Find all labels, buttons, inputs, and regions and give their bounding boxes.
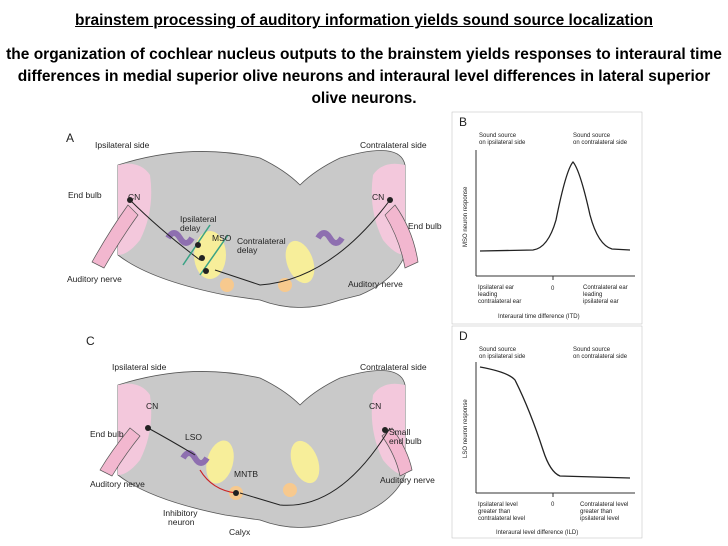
axon-contra-c <box>239 427 391 506</box>
lso-left-c <box>206 440 234 484</box>
inhibitory-neuron-2: neuron <box>168 517 195 527</box>
ipsilateral-side-a: Ipsilateral side <box>95 140 150 150</box>
d-left-note-2: greater than <box>478 509 510 515</box>
axon-ipsi-a <box>129 199 201 261</box>
cn-left-a-label: CN <box>128 192 140 202</box>
panel-c-letter: C <box>86 334 95 348</box>
nerve-left-c <box>99 427 141 477</box>
d-right-note-3: ipsilateral level <box>580 516 619 522</box>
mso-left-a <box>194 231 226 279</box>
panel-d: D Sound source on ipsilateral side Sound… <box>451 325 643 539</box>
b-zero: 0 <box>551 286 555 292</box>
end-bulb-c: End bulb <box>90 429 124 439</box>
b-xlabel: Interaural time difference (ITD) <box>498 314 580 320</box>
b-ylabel: MSO neuron response <box>463 186 469 247</box>
d-xlabel: Interaural level difference (ILD) <box>496 530 578 536</box>
d-left-note-3: contralateral level <box>478 516 525 522</box>
d-sound-ipsi-1: Sound source <box>479 347 517 353</box>
contralateral-side-a: Contralateral side <box>360 140 427 150</box>
b-sound-contra-1: Sound source <box>573 133 611 139</box>
auditory-nerve-left-c: Auditory nerve <box>90 479 145 489</box>
b-right-note-1: Contralateral ear <box>583 285 628 291</box>
auditory-nerve-right-c: Auditory nerve <box>380 475 435 485</box>
lso-right-c <box>290 440 320 484</box>
nerve-right-c <box>381 427 413 477</box>
b-curve <box>479 161 631 252</box>
cn-right-c-label: CN <box>369 401 381 411</box>
cn-left-c-label: CN <box>146 401 158 411</box>
inhibitory-axon-c <box>199 469 237 494</box>
mntb-left-a <box>220 278 234 292</box>
nerve-left-a <box>91 204 139 269</box>
d-sound-contra-2: on contralateral side <box>573 354 628 360</box>
lso-label: LSO <box>185 432 202 442</box>
d-curve <box>479 366 631 479</box>
mso-cell-3 <box>203 268 209 274</box>
end-bulb-c-dot <box>145 425 151 431</box>
axon-contra-a <box>214 199 391 286</box>
calyx-label: Calyx <box>229 527 251 537</box>
calyx-dot <box>233 490 239 496</box>
panel-d-frame <box>451 325 643 539</box>
mso-cell-1 <box>195 242 201 248</box>
brainstem-c <box>117 370 406 528</box>
b-left-note-2: leading <box>478 292 497 298</box>
b-right-note-2: leading <box>583 292 602 298</box>
small-end-bulb-c-dot <box>382 427 388 433</box>
auditory-nerve-left-a: Auditory nerve <box>67 274 122 284</box>
end-bulb-right-a-dot <box>387 197 393 203</box>
inhibitory-neuron-1: Inhibitory <box>163 508 198 518</box>
b-sound-ipsi-1: Sound source <box>479 133 517 139</box>
d-right-note-2: greater than <box>580 509 612 515</box>
page-subtitle: the organization of cochlear nucleus out… <box>6 46 722 107</box>
panel-b-frame <box>451 111 643 325</box>
small-end-bulb-2: end bulb <box>389 436 422 446</box>
mso-cell-2 <box>199 255 205 261</box>
d-zero: 0 <box>551 502 555 508</box>
neuron-purple-left-a <box>165 230 195 246</box>
b-sound-contra-2: on contralateral side <box>573 140 628 146</box>
cn-right-a-label: CN <box>372 192 384 202</box>
end-bulb-right-a: End bulb <box>408 221 442 231</box>
neuron-purple-right-a <box>315 230 345 246</box>
end-bulb-left-a: End bulb <box>68 190 102 200</box>
brainstem-a <box>117 150 406 308</box>
d-ylabel: LSO neuron response <box>463 399 469 458</box>
mso-label: MSO <box>212 233 232 243</box>
ipsilateral-side-c: Ipsilateral side <box>112 362 167 372</box>
b-sound-ipsi-2: on ipsilateral side <box>479 140 526 146</box>
d-right-note-1: Contralateral level <box>580 502 628 508</box>
panel-a: A Ipsilateral side Contralateral side CN… <box>66 131 442 308</box>
neuron-purple-c <box>180 450 210 466</box>
d-left-note-1: Ipsilateral level <box>478 502 518 508</box>
panel-a-letter: A <box>66 131 74 145</box>
nerve-right-a <box>384 204 419 269</box>
contralateral-side-c: Contralateral side <box>360 362 427 372</box>
page-title: brainstem processing of auditory informa… <box>75 12 653 29</box>
panel-c: C Ipsilateral side Contralateral side CN… <box>86 334 435 537</box>
mntb-label: MNTB <box>234 469 258 479</box>
mntb-right-a <box>278 278 292 292</box>
b-left-note-3: contralateral ear <box>478 299 521 305</box>
end-bulb-left-a-dot <box>127 197 133 203</box>
d-sound-ipsi-2: on ipsilateral side <box>479 354 526 360</box>
b-left-note-1: Ipsilateral ear <box>478 285 514 291</box>
mntb-right-c <box>283 483 297 497</box>
panel-b: B Sound source on ipsilateral side Sound… <box>451 111 643 325</box>
ipsilateral-delay-2: delay <box>180 223 201 233</box>
panel-b-letter: B <box>459 115 467 129</box>
auditory-nerve-right-a: Auditory nerve <box>348 279 403 289</box>
small-end-bulb-1: Small <box>389 427 410 437</box>
axon-ipsi-c <box>147 427 196 456</box>
panel-d-letter: D <box>459 329 468 343</box>
d-sound-contra-1: Sound source <box>573 347 611 353</box>
b-right-note-3: ipsilateral ear <box>583 299 619 305</box>
contralateral-delay-1: Contralateral <box>237 236 286 246</box>
ipsilateral-delay-1: Ipsilateral <box>180 214 216 224</box>
contralateral-delay-2: delay <box>237 245 258 255</box>
